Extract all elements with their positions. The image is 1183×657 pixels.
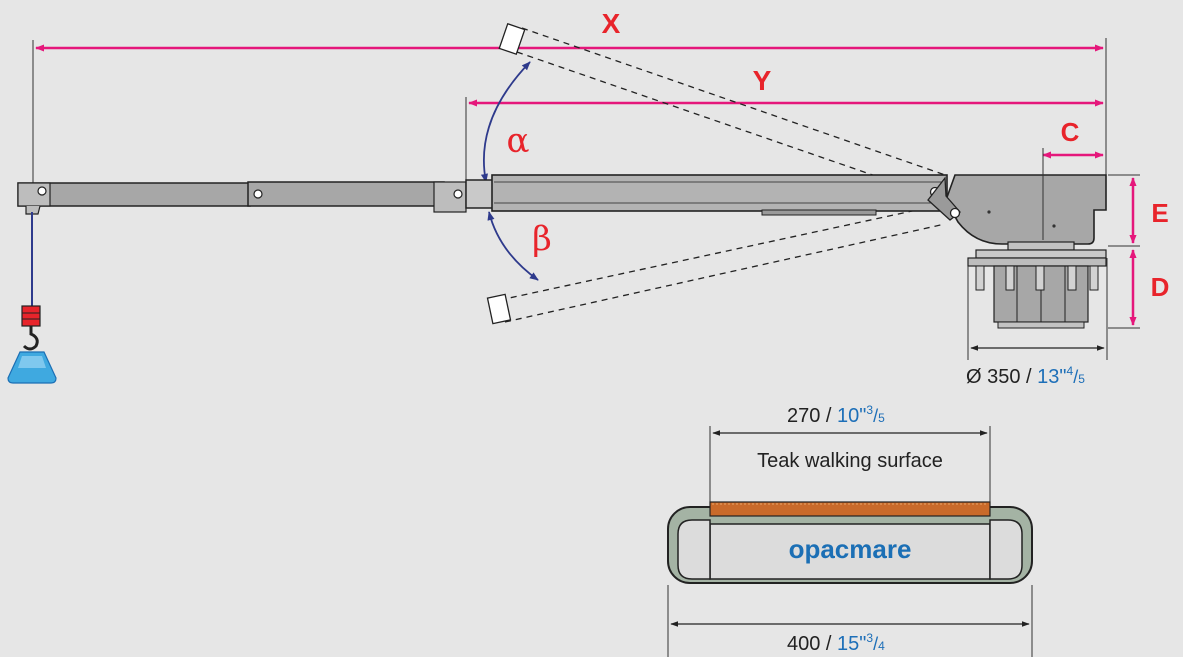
raised-arm-tip: [498, 22, 526, 56]
arm-end-cap: [17, 182, 51, 207]
boom-cylinder-plate: [761, 209, 877, 216]
track-inner-channel: [709, 523, 991, 580]
arm-extension-middle: [247, 181, 445, 207]
track-right-chamber: [989, 519, 1023, 580]
base-diameter-label: Ø 350 / 13"4/5: [966, 364, 1085, 388]
alpha-angle-label: α: [507, 121, 530, 161]
lowered-arm-tip: [486, 293, 512, 325]
weight-highlight: [18, 356, 46, 368]
beta-angle-label: β: [532, 219, 552, 259]
y-dimension-label: Y: [753, 65, 772, 96]
track-left-chamber: [677, 519, 711, 580]
main-boom: [491, 174, 948, 212]
beta-angle-arc: [487, 211, 539, 281]
crane-drawing: X Y C E D α β: [7, 8, 1170, 388]
teak-surface-label: Teak walking surface: [757, 450, 943, 472]
e-dimension-label: E: [1151, 198, 1168, 228]
alpha-angle-arc: [480, 61, 531, 183]
crane-hook-icon: [21, 305, 41, 351]
track-bottom-width-label: 400 / 15"3/4: [787, 631, 885, 655]
boom-sleeve: [465, 179, 495, 209]
x-dimension-label: X: [602, 8, 621, 39]
middle-pin: [253, 189, 263, 199]
track-section-drawing: 270 / 10"3/5 Teak walking surface opacma…: [667, 403, 1033, 657]
teak-walking-surface: [709, 501, 991, 517]
opacmare-logo: opacmare: [789, 534, 912, 564]
crane-base: [967, 241, 1107, 329]
d-dimension-label: D: [1151, 272, 1170, 302]
arm-end-pin: [37, 186, 47, 196]
telescopic-arm: [17, 174, 948, 216]
track-top-width-label: 270 / 10"3/5: [787, 403, 885, 427]
c-dimension-label: C: [1061, 117, 1080, 147]
collar-pin: [453, 189, 463, 199]
crane-head: [927, 148, 1107, 245]
arm-extension-outer: [17, 182, 251, 207]
